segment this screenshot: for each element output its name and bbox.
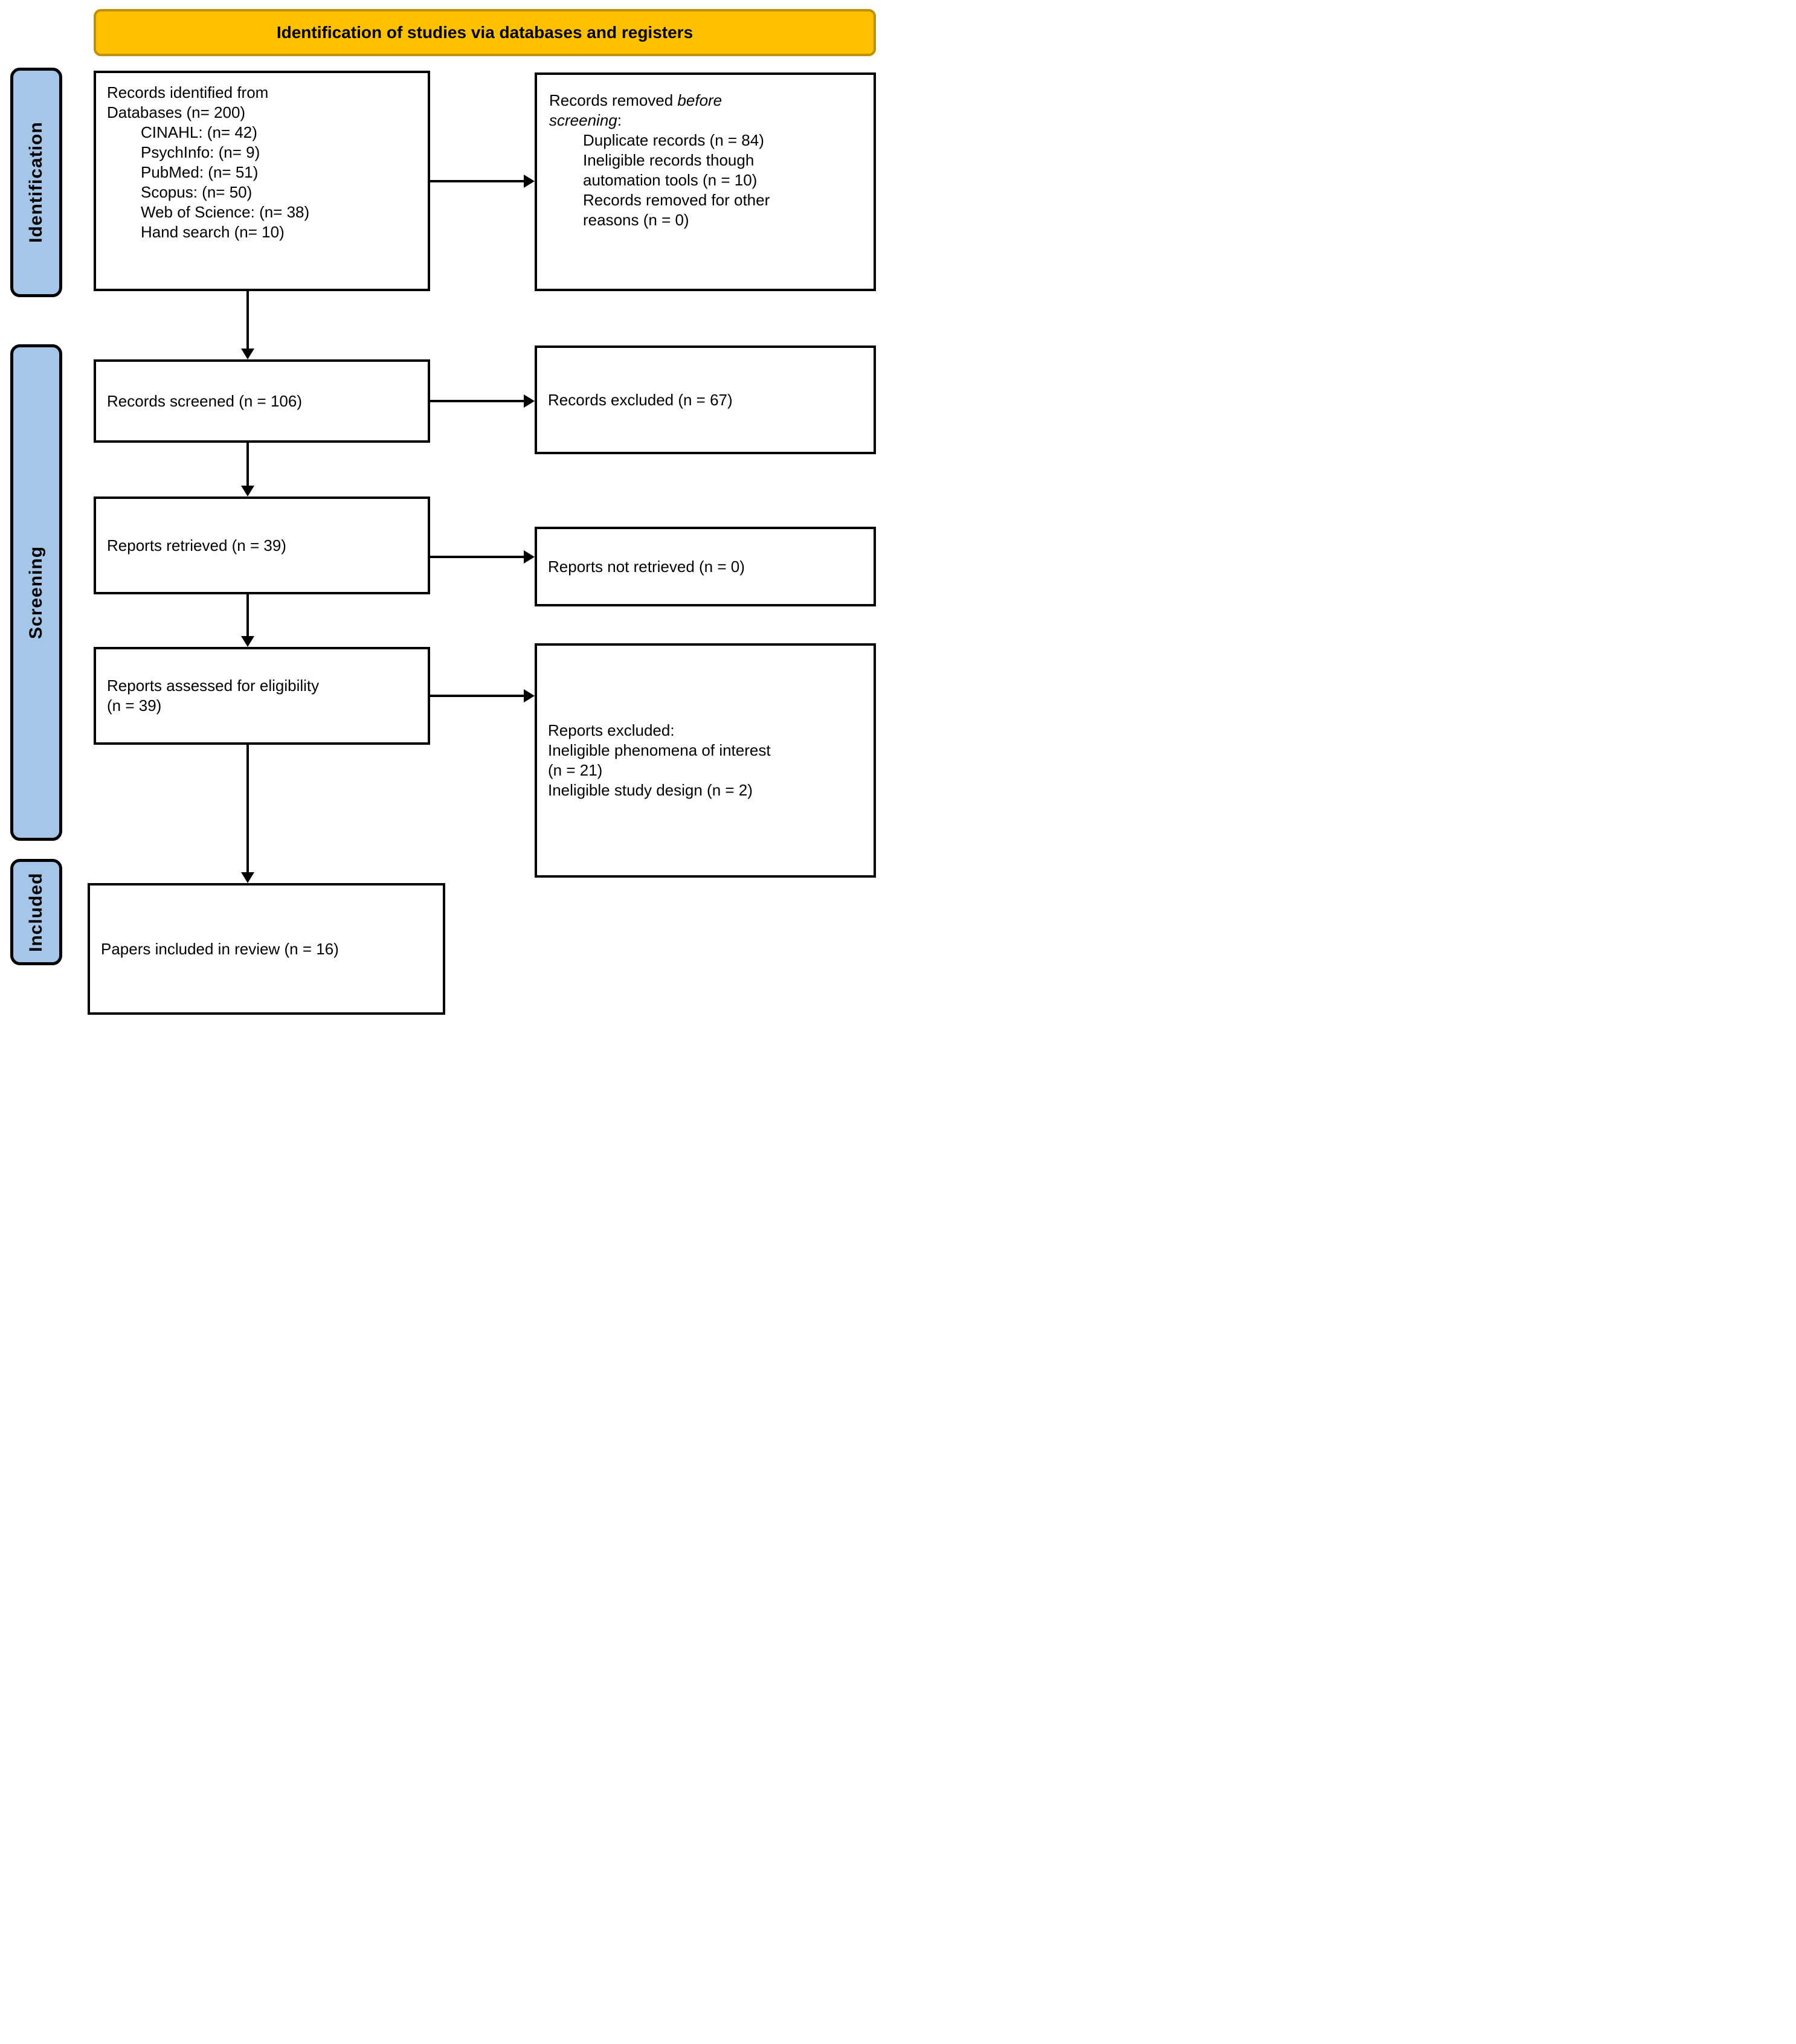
text-line: automation tools (n = 10) (583, 171, 758, 189)
arrow-down-retrieved-to-assessed (246, 594, 249, 637)
text-line: Duplicate records (n = 84) (583, 131, 764, 149)
box-records-removed: Records removed before screening: Duplic… (535, 72, 876, 291)
box-reports-retrieved: Reports retrieved (n = 39) (94, 497, 430, 594)
box-records-screened: Records screened (n = 106) (94, 359, 430, 443)
text-line: Records removed for other (583, 191, 770, 209)
text-line: Records identified from (107, 83, 269, 101)
text-line: Web of Science: (n= 38) (141, 203, 310, 221)
text-line: Reports excluded: (548, 721, 675, 739)
box-records-excluded: Records excluded (n = 67) (535, 345, 876, 454)
text-line: Ineligible phenomena of interest (548, 741, 771, 759)
arrow-right-screened-to-excluded (430, 400, 524, 402)
text-line: Reports assessed for eligibility (107, 677, 320, 695)
text-line: Reports retrieved (n = 39) (107, 536, 286, 554)
text-line: Records removed before (549, 91, 867, 111)
banner-title-text: Identification of studies via databases … (276, 23, 694, 42)
text-line: Hand search (n= 10) (141, 223, 285, 241)
text-line: Ineligible study design (n = 2) (548, 781, 753, 799)
text-line: PsychInfo: (n= 9) (141, 143, 260, 161)
text-segment-italic: before (677, 91, 723, 109)
text-segment: : (617, 111, 622, 129)
arrow-down-assessed-to-included (246, 745, 249, 873)
box-reports-assessed: Reports assessed for eligibility (n = 39… (94, 647, 430, 745)
text-line: (n = 39) (107, 696, 162, 715)
arrow-right-retrieved-to-not-retrieved (430, 556, 524, 558)
stage-label-identification: Identification (10, 68, 62, 297)
text-line: Scopus: (n= 50) (141, 183, 253, 201)
stage-label-text: Screening (26, 545, 46, 640)
text-segment: Records removed (549, 91, 678, 109)
arrow-right-assessed-to-excluded (430, 695, 524, 697)
text-line: Databases (n= 200) (107, 103, 246, 121)
text-line: CINAHL: (n= 42) (141, 123, 257, 141)
stage-label-screening: Screening (10, 344, 62, 841)
text-line: Ineligible records though (583, 151, 755, 169)
box-papers-included: Papers included in review (n = 16) (88, 883, 445, 1015)
stage-label-text: Identification (26, 121, 46, 243)
box-reports-not-retrieved: Reports not retrieved (n = 0) (535, 527, 876, 606)
stage-label-included: Included (10, 859, 62, 965)
arrow-down-identified-to-screened (246, 291, 249, 349)
text-line: Records excluded (n = 67) (548, 390, 733, 409)
box-reports-excluded: Reports excluded: Ineligible phenomena o… (535, 643, 876, 878)
text-line: screening: (549, 111, 867, 130)
text-line: Records screened (n = 106) (107, 391, 303, 410)
text-line: Papers included in review (n = 16) (101, 939, 339, 958)
text-line: reasons (n = 0) (583, 211, 689, 229)
text-line: Reports not retrieved (n = 0) (548, 557, 745, 576)
text-line: (n = 21) (548, 761, 603, 779)
arrow-down-screened-to-retrieved (246, 443, 249, 486)
prisma-flow-diagram: Identification of studies via databases … (0, 0, 898, 1022)
text-line: PubMed: (n= 51) (141, 163, 259, 181)
arrow-right-identified-to-removed (430, 180, 524, 182)
text-segment-italic: screening (549, 111, 617, 129)
box-records-identified: Records identified from Databases (n= 20… (94, 71, 430, 291)
banner-title: Identification of studies via databases … (94, 9, 876, 56)
stage-label-text: Included (26, 872, 46, 952)
